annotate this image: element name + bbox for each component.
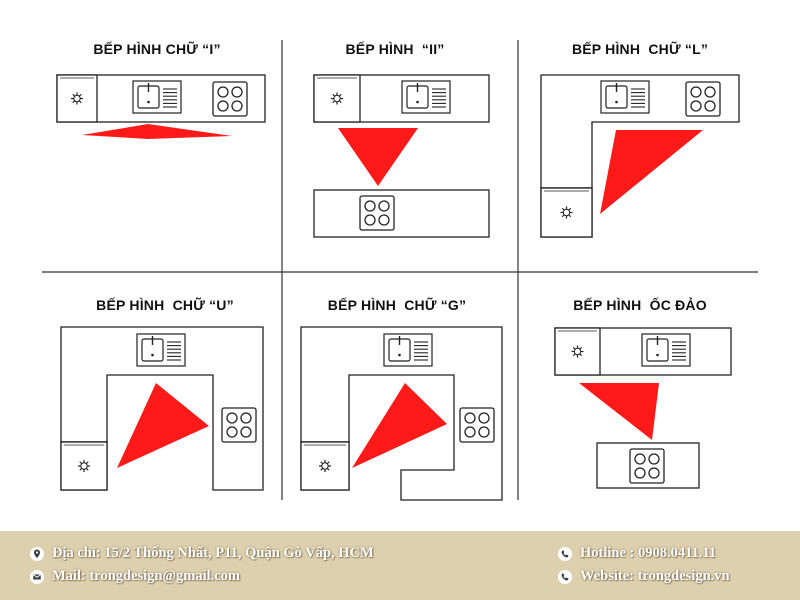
burner (378, 214, 390, 226)
hotline-text[interactable]: Hotline : 0908.0411.11 (580, 545, 717, 561)
burner (690, 100, 702, 112)
work-triangle (352, 383, 447, 468)
fridge (313, 74, 361, 123)
panel-ii-shaped-kitchen (313, 74, 490, 238)
stove (459, 407, 495, 443)
website-row[interactable]: Website: trongdesign.vn (558, 568, 730, 585)
work-triangle (82, 124, 232, 139)
burner (478, 412, 490, 424)
burner (648, 453, 660, 465)
stove (212, 81, 248, 117)
title-g-kitchen: BẾP HÌNH CHỮ “G” (327, 297, 467, 313)
burner (648, 467, 660, 479)
work-triangle (338, 128, 418, 186)
mail-text[interactable]: Mail: trongdesign@gmail.com (52, 568, 241, 584)
contact-footer: Địa chỉ: 15/2 Thống Nhất, P11, Quận Gò V… (0, 531, 800, 600)
stove (359, 195, 395, 231)
sink (401, 80, 451, 114)
burner (704, 86, 716, 98)
fridge (60, 441, 108, 491)
burner (704, 100, 716, 112)
envelope-icon (30, 569, 44, 584)
burner (231, 86, 243, 98)
address-text: Địa chỉ: 15/2 Thống Nhất, P11, Quận Gò V… (52, 545, 374, 561)
mail-row[interactable]: Mail: trongdesign@gmail.com (30, 568, 240, 585)
snowflake-icon (319, 460, 331, 472)
burner (634, 453, 646, 465)
panel-g-shaped-kitchen (300, 326, 503, 501)
burner (226, 426, 238, 438)
hotline-row[interactable]: Hotline : 0908.0411.11 (558, 545, 716, 562)
sink (383, 333, 433, 367)
stove (629, 448, 665, 484)
phone-icon (558, 546, 572, 561)
burner (634, 467, 646, 479)
panel-u-shaped-kitchen (60, 326, 264, 491)
sink (600, 80, 650, 114)
panel-l-shaped-kitchen (540, 74, 740, 238)
stove (685, 81, 721, 117)
burner (464, 412, 476, 424)
snowflake-icon (571, 345, 584, 358)
phone-icon (558, 569, 572, 584)
grid-dividers (42, 40, 758, 500)
burner (231, 100, 243, 112)
work-triangle (117, 383, 209, 468)
panel-island-kitchen (554, 327, 732, 489)
work-triangle (600, 130, 703, 214)
sink (136, 333, 186, 367)
title-i-kitchen: BẾP HÌNH CHỮ “I” (93, 41, 221, 57)
address-row: Địa chỉ: 15/2 Thống Nhất, P11, Quận Gò V… (30, 545, 374, 562)
burner (240, 412, 252, 424)
fridge (56, 74, 98, 123)
title-island-kitchen: BẾP HÌNH ỐC ĐẢO (573, 297, 707, 313)
counter (313, 189, 490, 238)
website-text[interactable]: Website: trongdesign.vn (580, 568, 730, 584)
burner (364, 214, 376, 226)
title-u-kitchen: BẾP HÌNH CHỮ “U” (96, 297, 234, 313)
title-ii-kitchen: BẾP HÌNH “II” (345, 41, 445, 57)
work-triangle (579, 383, 659, 440)
title-l-kitchen: BẾP HÌNH CHỮ “L” (571, 41, 709, 57)
burner (378, 200, 390, 212)
burner (240, 426, 252, 438)
fridge (554, 327, 601, 376)
fridge (300, 441, 350, 491)
snowflake-icon (560, 206, 573, 219)
burner (464, 426, 476, 438)
burner (478, 426, 490, 438)
sink (641, 333, 691, 367)
snowflake-icon (71, 92, 83, 105)
burner (364, 200, 376, 212)
burner (217, 100, 229, 112)
burner (226, 412, 238, 424)
snowflake-icon (331, 92, 343, 105)
fridge (540, 187, 593, 238)
stove (221, 407, 257, 443)
snowflake-icon (78, 460, 90, 472)
panel-i-shaped-kitchen (56, 74, 266, 139)
burner (690, 86, 702, 98)
kitchen-layout-diagram (42, 40, 758, 501)
burner (217, 86, 229, 98)
sink (132, 80, 182, 114)
location-pin-icon (30, 546, 44, 561)
